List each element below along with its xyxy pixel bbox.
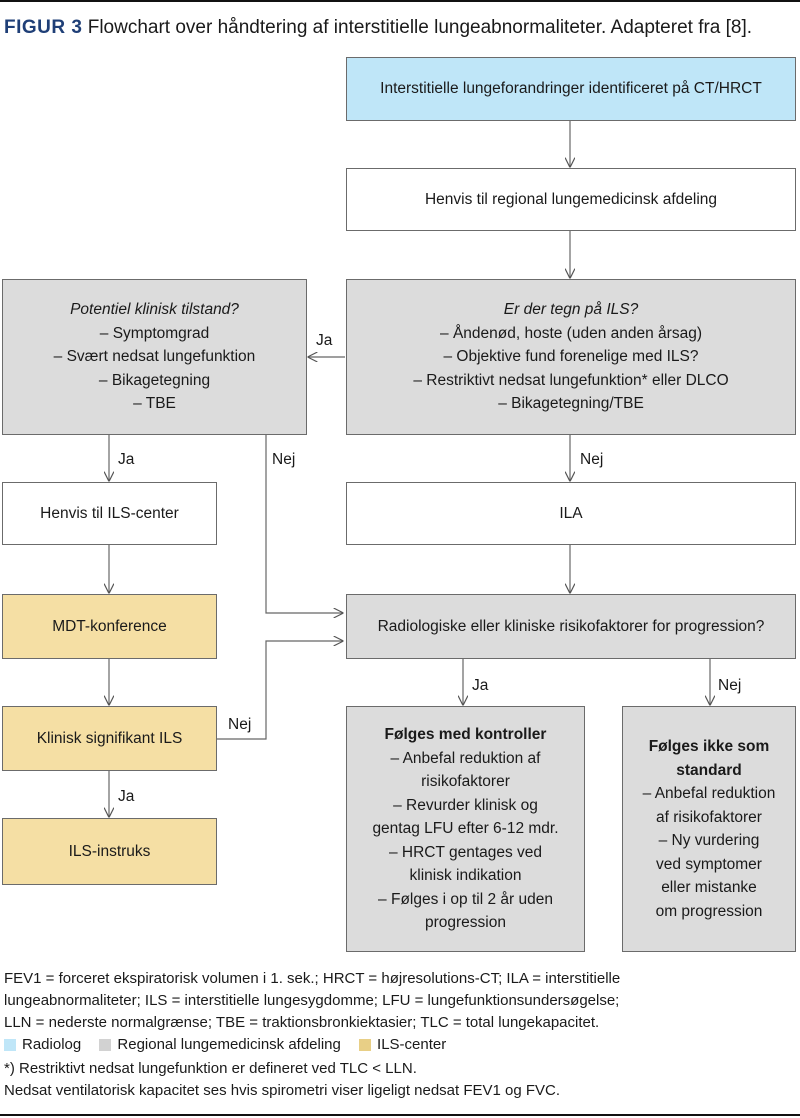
node-instruks-text: ILS-instruks [68, 842, 151, 860]
node-refer-regional: Henvis til regional lungemedicinsk afdel… [346, 168, 796, 231]
legend-item-radiolog: Radiolog [4, 1034, 81, 1056]
legend-label: Radiolog [22, 1036, 82, 1053]
edge-label-klinisk-nej: Nej [228, 716, 252, 733]
node-tegn-item: – Bikagetegning/TBE [498, 395, 644, 413]
figure-title: FIGUR 3 Flowchart over håndtering af int… [4, 16, 796, 40]
node-kontroller-heading: Følges med kontroller [384, 726, 547, 744]
node-ila-text: ILA [559, 504, 583, 522]
node-ikke-heading: standard [676, 761, 742, 779]
node-kontroller-item: klinisk indikation [409, 867, 522, 885]
node-ct-text: Interstitielle lungeforandringer identif… [380, 80, 762, 98]
node-risk-factors: Radiologiske eller kliniske risikofaktor… [346, 594, 796, 659]
node-kontroller-item: progression [425, 914, 506, 932]
node-ils-instruction: ILS-instruks [2, 818, 217, 885]
footnote-ventilatory: Nedsat ventilatorisk kapacitet ses hvis … [4, 1082, 561, 1099]
node-signs-of-ils: Er der tegn på ILS? – Åndenød, hoste (ud… [346, 279, 796, 435]
node-ct-identified: Interstitielle lungeforandringer identif… [346, 57, 796, 121]
edge-label-potentiel-nej: Nej [272, 451, 296, 468]
legend-label: Regional lungemedicinsk afdeling [117, 1036, 341, 1053]
figure-caption: Flowchart over håndtering af interstitie… [87, 17, 753, 38]
node-potentiel-item: – Svært nedsat lungefunktion [53, 348, 256, 366]
arrow-potentiel-to-risiko [265, 435, 343, 613]
node-potentiel-item: – TBE [133, 395, 176, 413]
node-ikke-item: eller mistanke [661, 879, 757, 896]
node-ikke-item: ved symptomer [656, 855, 762, 873]
edge-label-risiko-ja: Ja [472, 677, 489, 694]
legend-item-regional: Regional lungemedicinsk afdeling [99, 1034, 341, 1056]
footnote-restrictive: *) Restriktivt nedsat lungefunktion er d… [4, 1060, 417, 1077]
abbreviations-line: LLN = nederste normalgrænse; TBE = trakt… [4, 1014, 600, 1031]
node-henvis-text: Henvis til ILS-center [40, 504, 179, 522]
node-klinisk-text: Klinisk signifikant ILS [36, 729, 183, 747]
node-ikke-item: om progression [655, 902, 763, 920]
edge-label-risiko-nej: Nej [718, 677, 742, 694]
node-potential-clinical: Potentiel klinisk tilstand? – Symptomgra… [2, 279, 307, 435]
abbreviations-line: lungeabnormaliteter; ILS = interstitiell… [4, 992, 620, 1009]
node-ikke-item: – Ny vurdering [658, 832, 760, 849]
node-clinically-significant-ils: Klinisk signifikant ILS [2, 706, 217, 771]
legend-label: ILS-center [377, 1036, 447, 1053]
edge-label-potentiel-ja: Ja [118, 451, 135, 468]
node-ikke-item: af risikofaktorer [656, 808, 762, 826]
node-potentiel-question: Potentiel klinisk tilstand? [70, 301, 239, 319]
node-kontroller-item: – Revurder klinisk og [393, 796, 538, 814]
node-potentiel-item: – Bikagetegning [98, 371, 211, 389]
node-risiko-text: Radiologiske eller kliniske risikofaktor… [377, 617, 765, 635]
node-potentiel-item: – Symptomgrad [99, 324, 210, 342]
legend-swatch-regional [99, 1039, 112, 1051]
top-rule [0, 0, 800, 2]
node-ikke-item: – Anbefal reduktion [642, 785, 776, 802]
node-kontroller-item: – HRCT gentages ved [388, 843, 543, 861]
node-kontroller-item: – Anbefal reduktion af [390, 749, 541, 767]
node-tegn-item: – Åndenød, hoste (uden anden årsag) [440, 324, 702, 342]
legend-swatch-ils-center [359, 1039, 372, 1051]
node-mdt-text: MDT-konference [52, 617, 167, 635]
figure-label: FIGUR 3 [4, 17, 83, 38]
arrow-klinisk-to-risiko [217, 641, 343, 740]
node-kontroller-item: risikofaktorer [421, 773, 510, 791]
node-ikke-heading: Følges ikke som [648, 738, 770, 755]
node-not-followed-standard: Følges ikke som standard – Anbefal reduk… [622, 706, 796, 952]
legend-item-ils-center: ILS-center [359, 1034, 446, 1056]
node-regional-text: Henvis til regional lungemedicinsk afdel… [424, 190, 718, 208]
edge-label-tegn-ja: Ja [316, 332, 333, 349]
node-kontroller-item: – Følges i op til 2 år uden [378, 890, 553, 908]
edge-label-tegn-nej: Nej [580, 451, 604, 468]
node-mdt-conference: MDT-konference [2, 594, 217, 659]
node-follow-with-controls: Følges med kontroller – Anbefal reduktio… [346, 706, 585, 952]
node-kontroller-item: gentag LFU efter 6-12 mdr. [372, 820, 559, 838]
bottom-rule [0, 1114, 800, 1116]
edge-label-klinisk-ja: Ja [118, 788, 135, 805]
legend-swatch-radiolog [4, 1039, 16, 1051]
node-refer-ils-center: Henvis til ILS-center [2, 482, 217, 545]
color-legend: Radiolog Regional lungemedicinsk afdelin… [4, 1034, 796, 1058]
node-tegn-item: – Restriktivt nedsat lungefunktion* elle… [413, 371, 729, 389]
node-ila: ILA [346, 482, 796, 545]
abbreviations-line: FEV1 = forceret ekspiratorisk volumen i … [4, 970, 621, 987]
node-tegn-item: – Objektive fund forenelige med ILS? [443, 348, 699, 366]
footnotes: FEV1 = forceret ekspiratorisk volumen i … [4, 968, 796, 1102]
node-tegn-question: Er der tegn på ILS? [503, 301, 639, 319]
